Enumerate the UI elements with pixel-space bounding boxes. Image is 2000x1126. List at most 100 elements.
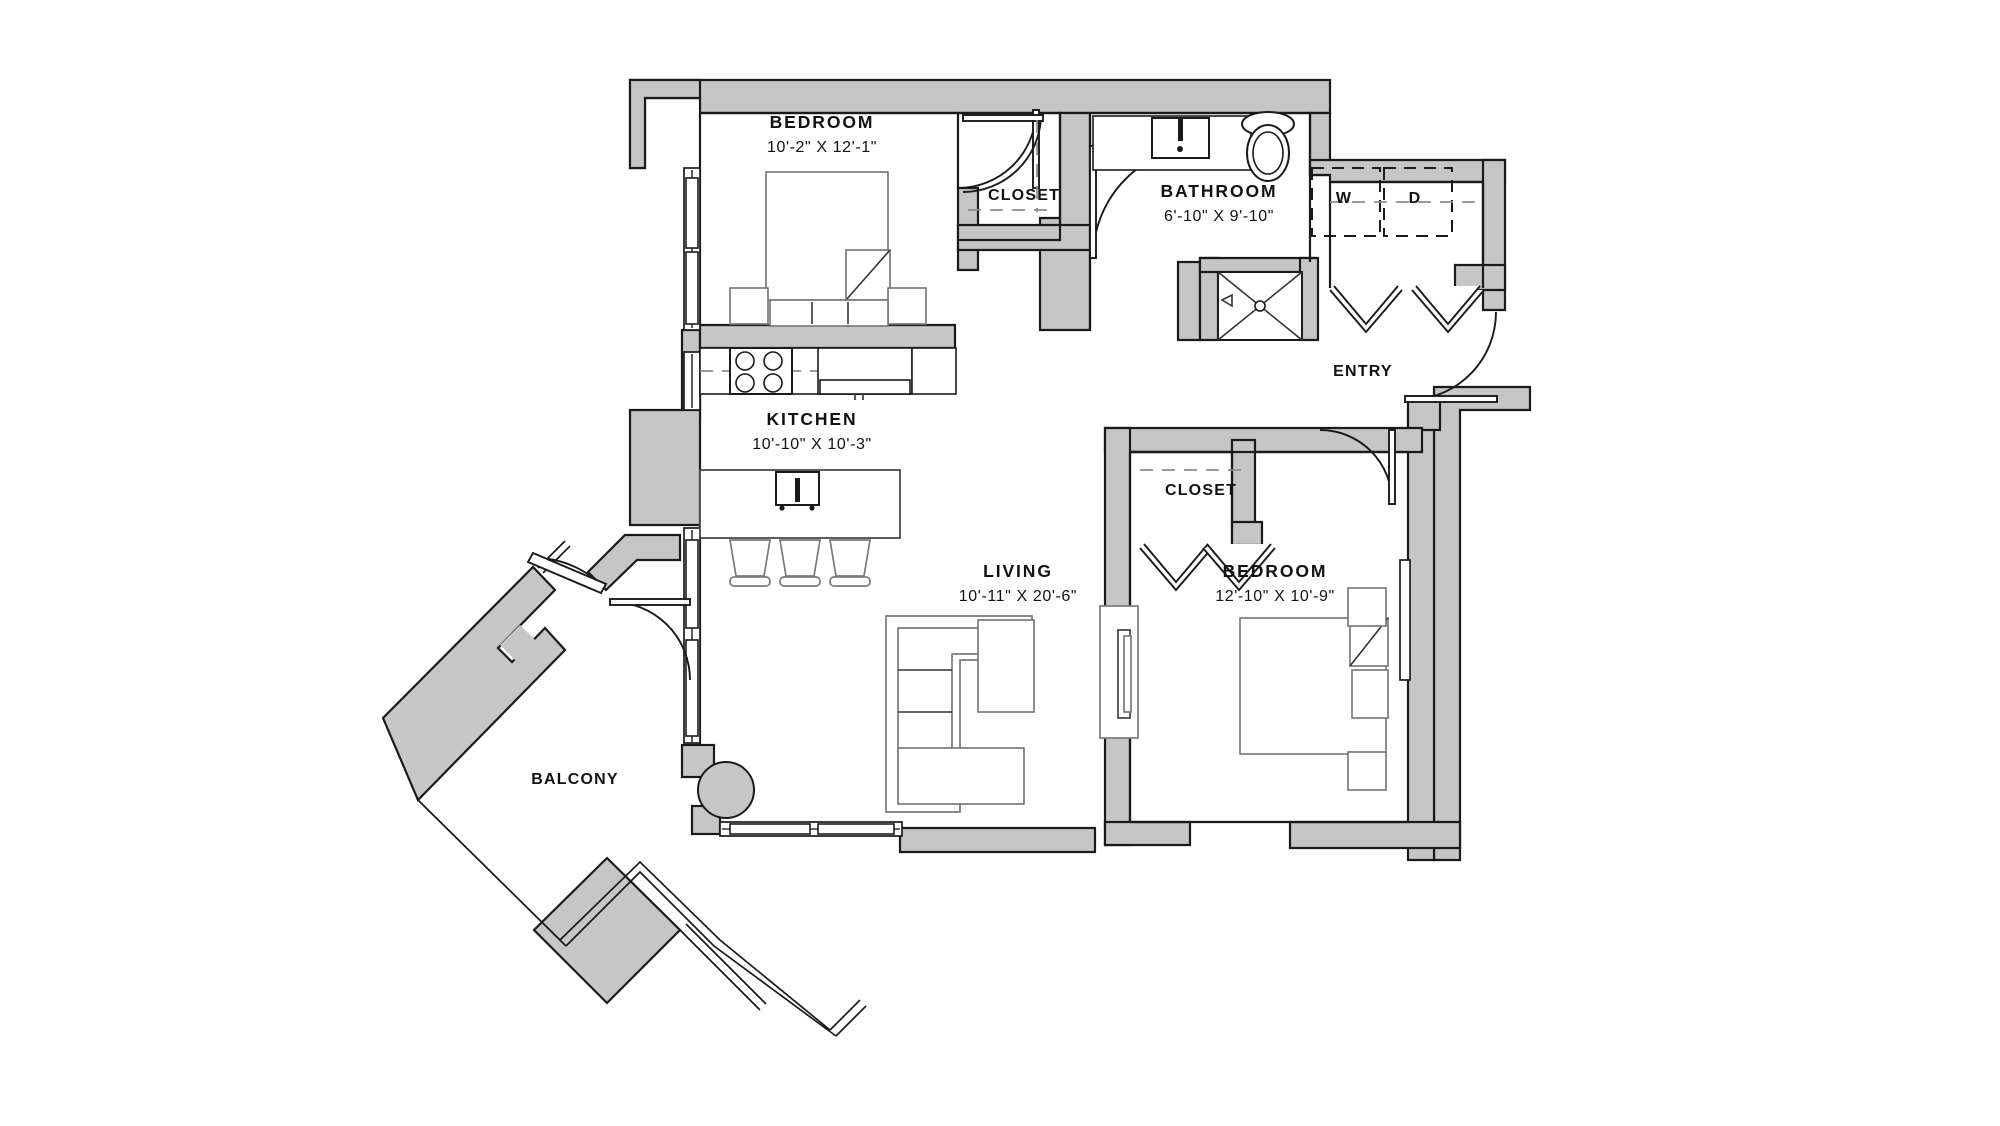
vanity-drain bbox=[1177, 146, 1183, 152]
round-column bbox=[697, 761, 755, 819]
closet-shelves bbox=[968, 120, 1248, 471]
wall-laundry-bottom-right bbox=[1453, 263, 1507, 292]
label-living: LIVING bbox=[983, 561, 1053, 581]
doors-group[interactable] bbox=[526, 109, 1498, 681]
wall-entry-jog bbox=[1406, 408, 1436, 862]
wall-entry-top-left bbox=[1406, 398, 1442, 432]
bedroom-2-door-panel[interactable] bbox=[1388, 429, 1396, 505]
nightstand-2a bbox=[1347, 587, 1387, 627]
island-handle-left bbox=[779, 505, 785, 511]
wall-closet2-bottom bbox=[1230, 520, 1264, 547]
label-kitchen: KITCHEN bbox=[766, 409, 857, 429]
island-faucet bbox=[795, 478, 800, 502]
window-pane-6 bbox=[817, 823, 895, 835]
bedroom-1-door-swing[interactable] bbox=[957, 112, 1037, 189]
label-closet-2: CLOSET bbox=[1165, 482, 1237, 499]
wall-kitchen-divider bbox=[698, 323, 957, 350]
label-bedroom-1: BEDROOM bbox=[770, 112, 875, 132]
wall-bedroom2-bottom-right bbox=[1288, 820, 1462, 850]
burner-1 bbox=[735, 351, 755, 371]
railing-balcony-lower bbox=[679, 923, 767, 1011]
window-pane-3 bbox=[685, 539, 699, 629]
room-labels: BEDROOM 10'-2" X 12'-1" BATHROOM 6'-10" … bbox=[531, 112, 1422, 788]
coffee-table bbox=[977, 619, 1035, 713]
kitchen-fixtures bbox=[699, 347, 957, 587]
laundry-appliances bbox=[1311, 167, 1480, 237]
wall-bedroom2-bottom bbox=[1103, 820, 1192, 847]
tv-screen bbox=[1123, 635, 1132, 713]
vanity-faucet bbox=[1178, 119, 1183, 141]
wd-bifold-left[interactable] bbox=[1329, 285, 1403, 334]
wall-closet1-bottom bbox=[956, 223, 1092, 252]
balcony-door-upper-panel[interactable] bbox=[526, 551, 608, 595]
label-closet-1: CLOSET bbox=[988, 187, 1060, 204]
nightstand-2b bbox=[1347, 751, 1387, 791]
refrigerator bbox=[911, 347, 957, 395]
burner-4 bbox=[763, 373, 783, 393]
label-washer: W bbox=[1336, 190, 1352, 207]
wd-bifold-right[interactable] bbox=[1411, 285, 1485, 334]
closet-2-bifold-left[interactable] bbox=[1139, 543, 1213, 592]
shower-valve bbox=[1220, 293, 1233, 308]
entry-door-panel[interactable] bbox=[1404, 395, 1498, 403]
window-bedroom2-right bbox=[1399, 559, 1411, 681]
wall-living-bottom-right bbox=[898, 826, 1097, 854]
burner-2 bbox=[763, 351, 783, 371]
nightstand-1b bbox=[887, 287, 927, 325]
wall-upper-left-block bbox=[628, 78, 702, 170]
wall-bedroom2-top bbox=[1103, 426, 1424, 454]
window-pane-4 bbox=[685, 639, 699, 737]
sofa-cushion-lines bbox=[898, 669, 1022, 800]
dim-living: 10'-11" X 20'-6" bbox=[959, 588, 1077, 605]
shower-drain bbox=[1254, 300, 1266, 312]
closet-2-bifold-right-b[interactable] bbox=[1202, 543, 1276, 592]
window-pane-2 bbox=[685, 251, 699, 325]
windows-group bbox=[683, 167, 1411, 837]
bathroom-fixtures bbox=[1092, 111, 1303, 341]
label-bathroom: BATHROOM bbox=[1161, 181, 1278, 201]
dim-kitchen: 10'-10" X 10'-3" bbox=[752, 436, 872, 453]
bed-1-pillow-fold bbox=[845, 249, 891, 301]
toilet-seat bbox=[1252, 131, 1284, 175]
label-dryer: D bbox=[1409, 190, 1422, 207]
bedroom1-furniture bbox=[729, 171, 927, 327]
wall-entry-right bbox=[1432, 385, 1532, 862]
bed-2-pillow-b bbox=[1351, 669, 1389, 719]
wall-corridor-left-upper bbox=[1058, 111, 1092, 242]
oven-handle bbox=[854, 394, 864, 400]
wall-shower-top bbox=[1198, 256, 1317, 274]
kitchen-door-panel[interactable] bbox=[609, 598, 691, 606]
kitchen-door-swing[interactable] bbox=[611, 601, 691, 681]
railing-balcony-left bbox=[417, 799, 567, 947]
sofa-chaise bbox=[897, 747, 1025, 805]
bar-stool-3 bbox=[828, 539, 872, 587]
outline-closet2 bbox=[1130, 450, 1234, 522]
wall-bathroom-lower-left bbox=[1176, 260, 1202, 342]
dim-bedroom-2: 12'-10" X 10'-9" bbox=[1215, 588, 1335, 605]
bar-stool-2 bbox=[778, 539, 822, 587]
island-handle-right bbox=[809, 505, 815, 511]
wall-laundry-top bbox=[1308, 158, 1507, 184]
bar-stool-1 bbox=[728, 539, 772, 587]
nightstand-1a bbox=[729, 287, 769, 325]
outline-closet1 bbox=[958, 111, 1062, 242]
wall-balcony-lower-block bbox=[532, 856, 682, 1005]
label-bedroom-2: BEDROOM bbox=[1223, 561, 1328, 581]
bedroom2-furniture bbox=[1239, 587, 1389, 791]
wall-balcony-upper-angled bbox=[381, 565, 567, 802]
railing-balcony-vee bbox=[559, 860, 837, 1037]
closet-1-door-swing[interactable] bbox=[962, 116, 1042, 193]
label-entry: ENTRY bbox=[1333, 363, 1393, 380]
living-furniture bbox=[697, 605, 1139, 819]
burner-3 bbox=[735, 373, 755, 393]
bed-1-bench bbox=[769, 299, 889, 327]
balcony-railing-group bbox=[417, 540, 867, 1037]
walls-group bbox=[381, 78, 1532, 1005]
closet-1-door-panel[interactable] bbox=[962, 114, 1044, 122]
window-pane-1 bbox=[685, 177, 699, 249]
window-pane-5 bbox=[729, 823, 811, 835]
dim-bathroom: 6'-10" X 9'-10" bbox=[1164, 208, 1274, 225]
wall-kitchen-left-jog bbox=[628, 408, 702, 527]
